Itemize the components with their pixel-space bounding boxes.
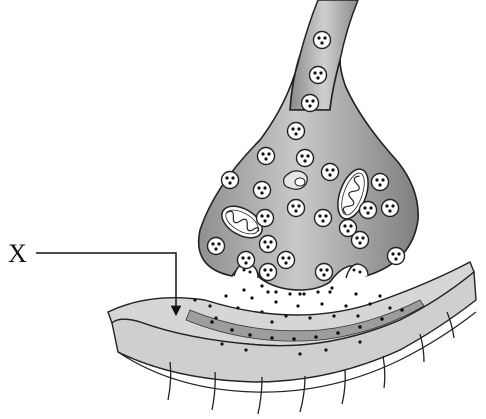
presynaptic-terminal bbox=[199, 0, 418, 296]
vesicle bbox=[352, 232, 369, 249]
vesicle bbox=[388, 248, 405, 265]
vesicle bbox=[360, 202, 377, 219]
vesicle bbox=[297, 150, 314, 167]
vesicle bbox=[260, 264, 277, 281]
vesicle bbox=[316, 264, 333, 281]
vesicle bbox=[257, 210, 274, 227]
vesicle bbox=[288, 200, 305, 217]
vesicle bbox=[260, 236, 277, 253]
vesicle bbox=[278, 252, 295, 269]
vesicle bbox=[314, 32, 331, 49]
vesicle bbox=[382, 200, 399, 217]
vesicle bbox=[322, 164, 339, 181]
label-x: X bbox=[8, 239, 27, 268]
vesicle bbox=[254, 182, 271, 199]
vesicle bbox=[315, 210, 332, 227]
vesicle bbox=[288, 123, 305, 140]
vesicle bbox=[372, 174, 389, 191]
vesicle bbox=[302, 95, 319, 112]
vesicle bbox=[208, 238, 225, 255]
vesicle bbox=[238, 252, 255, 269]
vesicle bbox=[310, 67, 327, 84]
vesicle bbox=[222, 172, 239, 189]
vesicle bbox=[258, 148, 275, 165]
